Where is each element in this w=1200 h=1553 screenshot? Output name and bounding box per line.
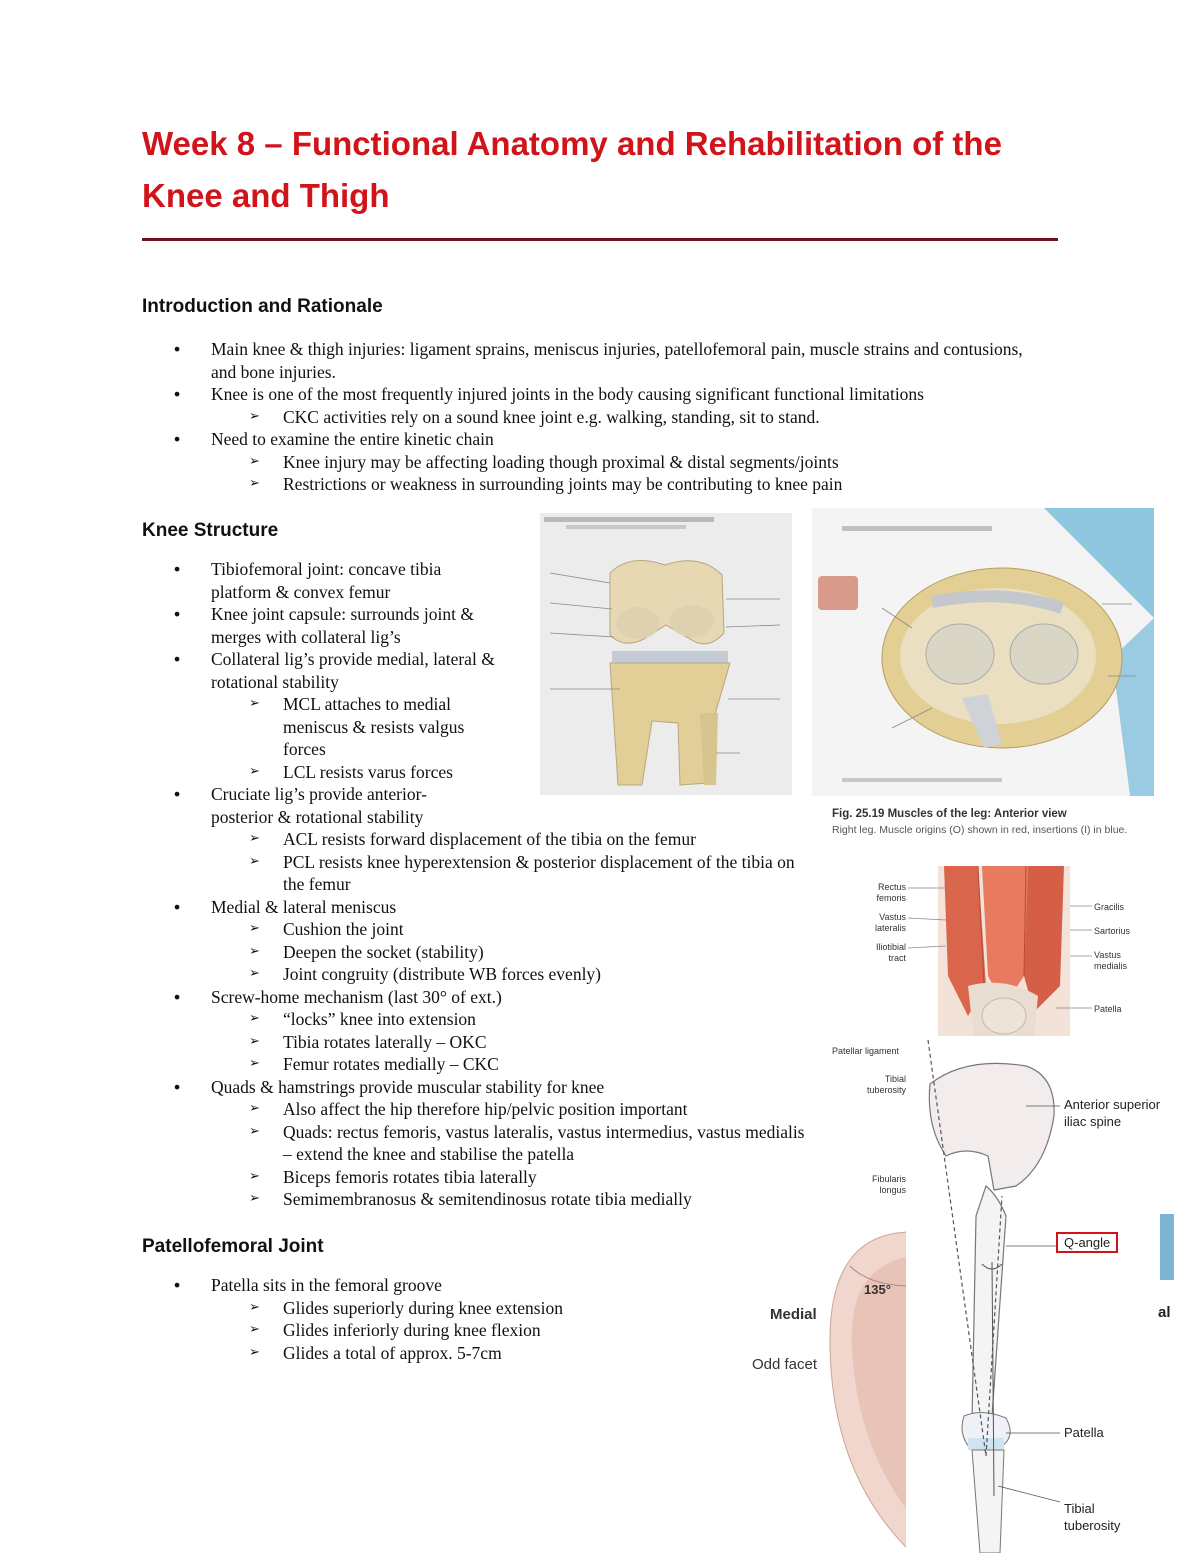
list-item: Femur rotates medially – CKC bbox=[142, 1053, 807, 1076]
heading-knee-structure: Knee Structure bbox=[142, 520, 279, 541]
label-sartorius: Sartorius bbox=[1094, 926, 1131, 936]
list-item: “locks” knee into extension bbox=[142, 1008, 807, 1031]
list-item: Glides superiorly during knee extension bbox=[142, 1297, 742, 1320]
label-tibial-tuberosity-muscles: Tibial tuberosity bbox=[866, 1074, 906, 1095]
list-item: Semimembranosus & semitendinosus rotate … bbox=[142, 1188, 807, 1211]
list-item: Restrictions or weakness in surrounding … bbox=[142, 473, 1042, 496]
label-lateral-cut: al bbox=[1158, 1304, 1171, 1321]
muscles-figure-caption-title: Fig. 25.19 Muscles of the leg: Anterior … bbox=[832, 808, 1067, 820]
label-gracilis: Gracilis bbox=[1094, 902, 1125, 912]
title-divider bbox=[142, 238, 1058, 241]
list-item: Tibia rotates laterally – OKC bbox=[142, 1031, 807, 1054]
label-135-degrees: 135° bbox=[864, 1282, 891, 1297]
knee-flexion-figure bbox=[540, 513, 792, 795]
list-item: Quads: rectus femoris, vastus lateralis,… bbox=[142, 1121, 807, 1166]
label-iliotibial-tract: Iliotibial tract bbox=[875, 942, 906, 963]
heading-patellofemoral: Patellofemoral Joint bbox=[142, 1236, 324, 1257]
list-item: Glides inferiorly during knee flexion bbox=[142, 1319, 742, 1342]
label-rectus-femoris: Rectus femoris bbox=[876, 882, 906, 903]
label-odd-facet: Odd facet bbox=[752, 1356, 818, 1373]
label-patella-muscles: Patella bbox=[1094, 1004, 1122, 1014]
label-fibularis-longus: Fibularis longus bbox=[871, 1174, 906, 1195]
muscles-leader-lines bbox=[907, 887, 1092, 1009]
label-q-angle: Q-angle bbox=[1056, 1232, 1119, 1253]
list-item: ACL resists forward displacement of the … bbox=[142, 828, 807, 851]
list-item: CKC activities rely on a sound knee join… bbox=[142, 406, 1042, 429]
list-item: Patella sits in the femoral groove bbox=[142, 1274, 742, 1297]
quadriceps-muscles-figure bbox=[938, 866, 1070, 1040]
list-item: Main knee & thigh injuries: ligament spr… bbox=[142, 338, 1042, 383]
list-item: Knee joint capsule: surrounds joint & me… bbox=[142, 603, 511, 648]
label-vastus-lateralis: Vastus lateralis bbox=[874, 912, 906, 933]
list-item: Quads & hamstrings provide muscular stab… bbox=[142, 1076, 807, 1099]
list-item: PCL resists knee hyperextension & poster… bbox=[142, 851, 807, 896]
label-asis: Anterior superior iliac spine bbox=[1064, 1097, 1161, 1129]
heading-introduction: Introduction and Rationale bbox=[142, 296, 383, 317]
list-item: Knee injury may be affecting loading tho… bbox=[142, 451, 1042, 474]
list-item: Deepen the socket (stability) bbox=[142, 941, 807, 964]
list-item: Cushion the joint bbox=[142, 918, 807, 941]
list-item: Medial & lateral meniscus bbox=[142, 896, 807, 919]
label-patellar-ligament: Patellar ligament bbox=[832, 1046, 900, 1056]
knee-structure-list: Tibiofemoral joint: concave tibia platfo… bbox=[142, 558, 807, 1211]
list-item: Tibiofemoral joint: concave tibia platfo… bbox=[142, 558, 501, 603]
list-item: MCL attaches to medial meniscus & resist… bbox=[142, 693, 511, 761]
list-item: Glides a total of approx. 5-7cm bbox=[142, 1342, 742, 1365]
list-item: Biceps femoris rotates tibia laterally bbox=[142, 1166, 807, 1189]
list-item: Need to examine the entire kinetic chain bbox=[142, 428, 1042, 451]
tibial-plateau-figure bbox=[812, 508, 1154, 796]
q-angle-figure bbox=[906, 1036, 1160, 1553]
list-item: Knee is one of the most frequently injur… bbox=[142, 383, 1042, 406]
intro-list: Main knee & thigh injuries: ligament spr… bbox=[142, 338, 1042, 496]
list-item: LCL resists varus forces bbox=[142, 761, 511, 784]
label-tibial-tuberosity: Tibial tuberosity bbox=[1064, 1501, 1121, 1533]
list-item: Screw-home mechanism (last 30° of ext.) bbox=[142, 986, 807, 1009]
patellofemoral-list: Patella sits in the femoral groove Glide… bbox=[142, 1274, 742, 1364]
muscles-figure-caption-subtitle: Right leg. Muscle origins (O) shown in r… bbox=[832, 824, 1128, 836]
patellar-facet-figure bbox=[742, 1226, 912, 1553]
blue-edge-strip bbox=[1160, 1214, 1174, 1280]
page-title: Week 8 – Functional Anatomy and Rehabili… bbox=[142, 125, 1002, 214]
label-vastus-medialis: Vastus medialis bbox=[1094, 950, 1128, 971]
list-item: Collateral lig’s provide medial, lateral… bbox=[142, 648, 511, 693]
label-medial: Medial bbox=[770, 1306, 817, 1323]
list-item: Cruciate lig’s provide anterior-posterio… bbox=[142, 783, 461, 828]
list-item: Joint congruity (distribute WB forces ev… bbox=[142, 963, 807, 986]
list-item: Also affect the hip therefore hip/pelvic… bbox=[142, 1098, 807, 1121]
label-patella: Patella bbox=[1064, 1425, 1104, 1440]
